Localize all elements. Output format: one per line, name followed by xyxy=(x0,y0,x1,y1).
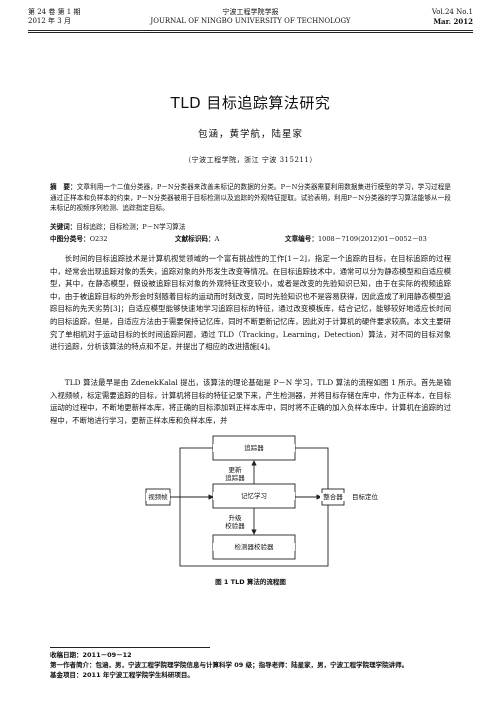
paragraph-text: TLD 算法最早是由 ZdenekKalal 提出，该算法的理论基础是 P－N … xyxy=(50,378,451,425)
article-number-field: 文章编号：1008－7109(2012)01－0052－03 xyxy=(285,234,427,244)
issue-date-en: Mar. 2012 xyxy=(433,17,473,26)
article-number-label: 文章编号： xyxy=(285,235,318,243)
header-rule-thin xyxy=(28,32,473,33)
paper-title: TLD 目标追踪算法研究 xyxy=(170,94,331,112)
doc-code-value: A xyxy=(214,235,220,243)
fund-info: 基金项目：2011 年宁波工程学院学生科研项目。 xyxy=(50,671,194,679)
video-frame-label: 视频帧 xyxy=(146,493,170,501)
issue-date: 2012 年 3 月 xyxy=(28,17,71,25)
abstract-text: 文章利用一个二值分类器，P－N分类器来改善未标记的数据的分类。P－N分类器需要利… xyxy=(50,183,451,212)
target-location-label: 目标定位 xyxy=(346,493,384,501)
detector-label: 检测器校验器 xyxy=(213,543,295,551)
journal-name-en: JOURNAL OF NINGBO UNIVERSITY OF TECHNOLO… xyxy=(150,17,351,25)
abstract: 摘 要：文章利用一个二值分类器，P－N分类器来改善未标记的数据的分类。P－N分类… xyxy=(50,182,451,214)
doc-code-field: 文献标识码：A xyxy=(175,234,285,244)
keywords: 关键词：目标追踪；目标检测；P－N学习算法 xyxy=(50,222,451,232)
running-header: 第 24 卷 第 1 期 2012 年 3 月 宁波工程学院学报 JOURNAL… xyxy=(28,8,473,36)
learning-label: 记忆学习 xyxy=(213,492,295,500)
abstract-label: 摘 要： xyxy=(50,183,77,191)
paragraph-text: 长时间的目标追踪技术是计算机视觉领域的一个富有挑战性的工作[1－2]，指定一个追… xyxy=(50,254,451,352)
header-rule xyxy=(28,30,473,31)
figure-caption: 图 1 TLD 算法的流程图 xyxy=(215,578,286,586)
journal-name-cn: 宁波工程学院学报 xyxy=(222,8,279,16)
footnotes: 收稿日期：2011－09－12 第一作者简介：包涵，男，宁波工程学院理学院信息与… xyxy=(50,650,461,680)
clc-field: 中图分类号：O232 xyxy=(50,234,175,244)
header-center: 宁波工程学院学报 JOURNAL OF NINGBO UNIVERSITY OF… xyxy=(28,8,473,26)
authors: 包涵，黄学航，陆星家 xyxy=(197,129,303,140)
tracker-label: 追踪器 xyxy=(213,444,295,452)
integrator-label: 整合器 xyxy=(320,493,346,501)
header-left: 第 24 卷 第 1 期 2012 年 3 月 xyxy=(28,8,81,26)
update-tracker-label: 更新 追踪器 xyxy=(220,466,250,482)
received-date: 收稿日期：2011－09－12 xyxy=(50,651,132,659)
body-paragraph-1: 长时间的目标追踪技术是计算机视觉领域的一个富有挑战性的工作[1－2]，指定一个追… xyxy=(50,253,451,354)
affiliation: （宁波工程学院，浙江 宁波 315211） xyxy=(184,156,317,164)
keywords-label: 关键词： xyxy=(50,223,77,231)
clc-label: 中图分类号： xyxy=(50,235,90,243)
article-number-value: 1008－7109(2012)01－0052－03 xyxy=(317,235,427,243)
flowchart-lines xyxy=(145,435,369,567)
header-right: Vol.24 No.1 Mar. 2012 xyxy=(432,8,473,26)
volume-issue-en: Vol.24 No.1 xyxy=(431,8,473,16)
keywords-text: 目标追踪；目标检测；P－N学习算法 xyxy=(76,223,186,231)
volume-issue: 第 24 卷 第 1 期 xyxy=(28,8,81,16)
doc-code-label: 文献标识码： xyxy=(175,235,215,243)
footnote-rule xyxy=(50,647,210,648)
figure-1-flowchart: 追踪器 更新 追踪器 视频帧 记忆学习 整合器 目标定位 升级 校验器 检测器校… xyxy=(50,432,470,572)
author-info: 第一作者简介：包涵，男，宁波工程学院理学院信息与计算科学 09 级；指导老师：陆… xyxy=(50,661,409,669)
clc-value: O232 xyxy=(89,235,108,243)
body-paragraph-2: TLD 算法最早是由 ZdenekKalal 提出，该算法的理论基础是 P－N … xyxy=(50,377,451,427)
update-detector-label: 升级 校验器 xyxy=(220,514,250,530)
